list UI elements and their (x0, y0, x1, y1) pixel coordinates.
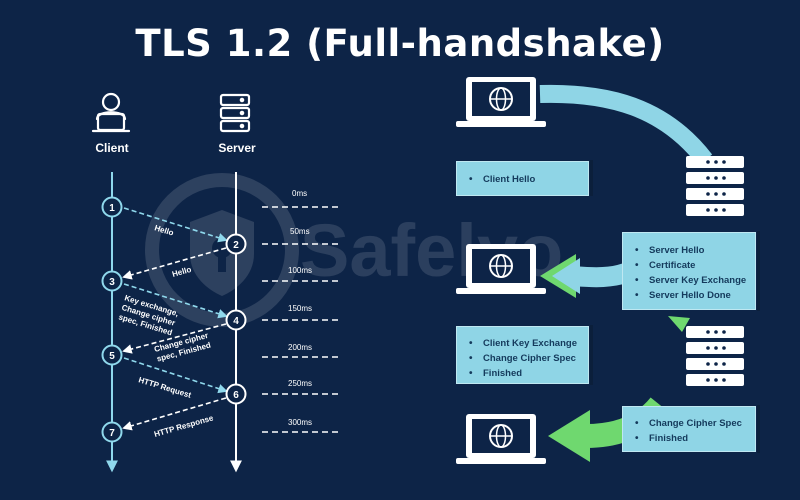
step-circle: 7 (101, 421, 123, 443)
message-arrow (123, 283, 228, 319)
laptop-globe-icon (456, 244, 546, 294)
box-item: Certificate (635, 258, 755, 273)
box-item: Server Hello (635, 243, 755, 258)
step-circle: 1 (101, 196, 123, 218)
step-circle: 2 (225, 233, 247, 255)
step-circle: 6 (225, 383, 247, 405)
box-item: Change Cipher Spec (469, 351, 588, 366)
page-title: TLS 1.2 (Full-handshake) (135, 22, 665, 65)
timing-label: 50ms (290, 227, 310, 236)
svg-text:5: 5 (109, 351, 115, 362)
message-arrow (122, 247, 227, 280)
box-item: Server Hello Done (635, 288, 755, 303)
message-arrow (122, 323, 227, 354)
client-label: Client (95, 141, 128, 155)
step-circle: 4 (225, 309, 247, 331)
server-hello-box: Server Hello Certificate Server Key Exch… (622, 232, 756, 310)
svg-text:4: 4 (233, 316, 239, 327)
svg-text:2: 2 (233, 240, 239, 251)
timing-label: 150ms (288, 304, 312, 313)
timing-label: 0ms (292, 189, 307, 198)
box-item: Client Key Exchange (469, 336, 588, 351)
message-arrow (123, 207, 228, 243)
client-key-exchange-box: Client Key Exchange Change Cipher Spec F… (456, 326, 589, 384)
change-cipher-spec-box: Change Cipher Spec Finished (622, 406, 756, 452)
client-hello-box: Client Hello (456, 161, 589, 196)
flow-arrow-client-to-server (539, 84, 713, 166)
box-item: Client Hello (469, 172, 588, 187)
step-circle: 3 (101, 270, 123, 292)
timing-label: 100ms (288, 266, 312, 275)
laptop-globe-icon (456, 414, 546, 464)
box-item: Finished (635, 431, 755, 446)
server-stack-icon (686, 156, 744, 216)
server-icon (219, 93, 251, 133)
laptop-globe-icon (456, 77, 546, 127)
box-item: Server Key Exchange (635, 273, 755, 288)
flow-arrow-client-to-server-2 (668, 316, 690, 332)
server-label: Server (218, 141, 256, 155)
watermark-shield-icon (145, 173, 299, 327)
server-stack-icon (686, 326, 744, 386)
box-item: Change Cipher Spec (635, 416, 755, 431)
message-arrow (123, 357, 228, 394)
svg-text:3: 3 (109, 277, 115, 288)
box-item: Finished (469, 366, 588, 381)
svg-text:6: 6 (233, 390, 239, 401)
message-arrow (122, 397, 227, 431)
sequence-diagram: Client Server 0ms 50ms 100ms (91, 92, 340, 473)
timing-label: 250ms (288, 379, 312, 388)
svg-text:1: 1 (109, 203, 115, 214)
svg-text:7: 7 (109, 428, 115, 439)
timing-label: 300ms (288, 418, 312, 427)
step-circle: 5 (101, 344, 123, 366)
timing-label: 200ms (288, 343, 312, 352)
client-icon (91, 92, 131, 133)
